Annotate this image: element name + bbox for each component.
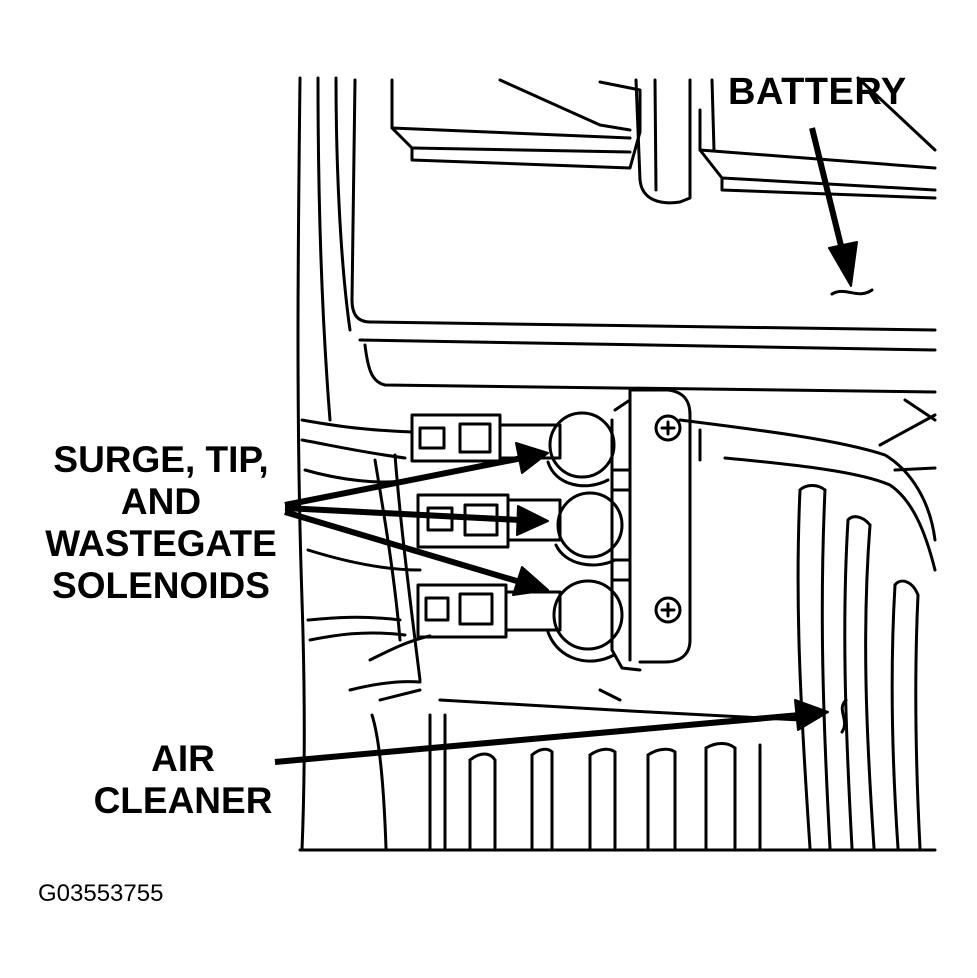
figure-id: G03553755 [38, 880, 164, 907]
bracket-screw-top [654, 414, 682, 442]
wiring-harness [300, 418, 432, 850]
air-cleaner-label-line-2: CLEANER [93, 780, 273, 821]
solenoids-label-line-2: AND [120, 481, 202, 522]
battery-label-text: BATTERY [728, 71, 907, 113]
battery-shape [350, 76, 937, 394]
solenoid-arrow-top-shaft [284, 455, 523, 508]
solenoids-label-line-4: SOLENOIDS [52, 565, 270, 606]
leader-arrows [274, 127, 848, 765]
battery-arrowhead [828, 241, 858, 287]
solenoid-bottom [546, 579, 624, 663]
arrowheads [512, 241, 858, 731]
air-cleaner-label: AIR CLEANER [78, 738, 288, 822]
solenoids-label: SURGE, TIP, AND WASTEGATE SOLENOIDS [30, 439, 292, 607]
solenoid-arrowhead-bottom [512, 566, 549, 596]
solenoids-label-line-3: WASTEGATE [45, 523, 277, 564]
battery-arrow-shaft [809, 127, 848, 263]
air-cleaner-squiggle [840, 698, 848, 734]
air-cleaner-arrow-shaft [274, 712, 801, 765]
air-cleaner-label-line-1: AIR [151, 738, 215, 779]
connector-bottom [416, 583, 562, 639]
battery-label: BATTERY [728, 72, 907, 112]
solenoid-arrowhead-top [515, 442, 549, 474]
solenoid-top [546, 411, 616, 488]
fender-edge [296, 76, 937, 852]
mounting-bracket [610, 388, 692, 672]
solenoid-arrowhead-middle [516, 505, 549, 536]
solenoid-middle [554, 491, 624, 567]
bracket-screw-bottom [654, 596, 682, 624]
solenoid-arrow-bottom-shaft [284, 509, 521, 585]
solenoids-label-line-1: SURGE, TIP, [53, 439, 269, 480]
battery-squiggle [830, 288, 874, 296]
air-cleaner-arrowhead [794, 699, 829, 731]
solenoid-arrow-middle-shaft [284, 505, 521, 523]
